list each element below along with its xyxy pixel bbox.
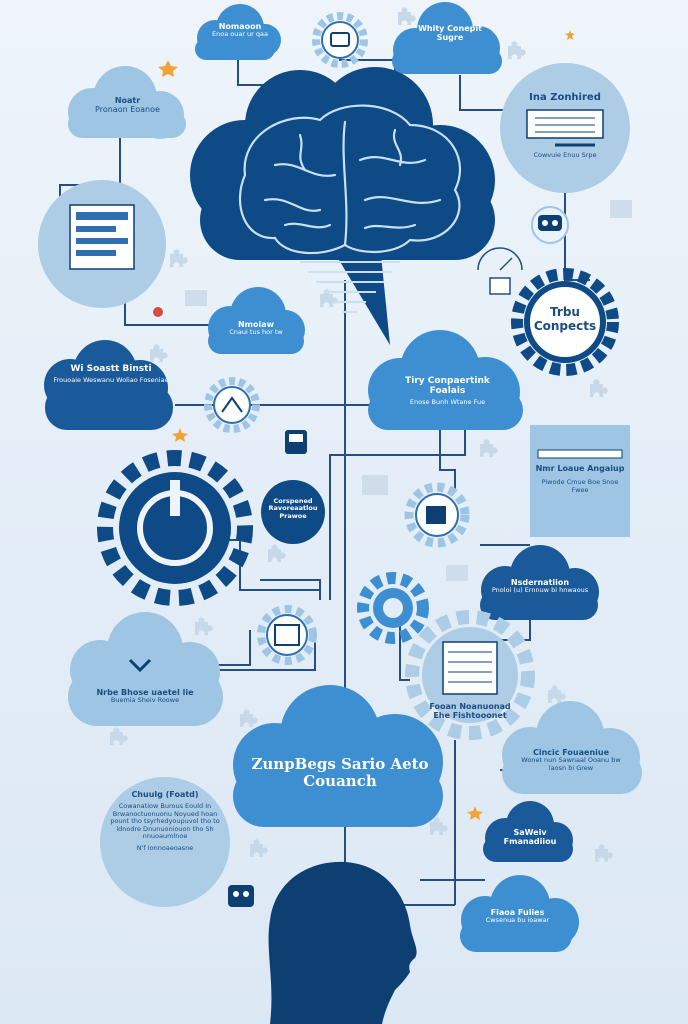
- small-cloud-sub: Cnaui tus hor tw: [229, 328, 283, 337]
- mid-left-cloud-title: Nrbe Bhose uaetel lie: [96, 688, 194, 697]
- concepts-gear: [511, 268, 619, 376]
- info-circle-foot: N'f Ionnoaeoasne: [136, 843, 194, 852]
- bottom-right-cloud-label: Fiaoa Fuiies Cwsenua bu ioawar: [465, 908, 570, 925]
- top-right-cloud-label: Whity Conepit Sugre: [418, 24, 482, 43]
- automation-sub: Pnoloi (u) Ernnuw bi hnwaous: [491, 586, 589, 595]
- left-cloud-title: Noatr: [114, 96, 141, 105]
- info-circle-title: Chuulg (Foatd): [131, 790, 199, 799]
- center-cloud-sub: Enose Bunh Wtane Fue: [409, 397, 486, 406]
- concepts-label: Trbu Conpects: [533, 305, 597, 333]
- bottom-right-cloud-title: Fiaoa Fuiies: [490, 908, 545, 917]
- tornado-icon: [300, 261, 400, 313]
- bottom-right-cloud-sub: Cwsenua bu ioawar: [485, 916, 550, 925]
- info-circle-body: Cowanatiow Burous Eould In Brwanoctuonuo…: [110, 802, 220, 841]
- big-gear: [97, 450, 253, 606]
- automation-label: Nsdernatiion Pnoloi (u) Ernnuw bi hnwaou…: [485, 578, 595, 595]
- right-cloud: [502, 701, 642, 794]
- small-cloud-title: Nmoiaw: [237, 320, 275, 329]
- left-cloud-label: Noatr Pronaon Eoanoe: [70, 96, 185, 114]
- right-cloud-label: Cincic Fouaeniue Wonet nun Sawnaal Ooanu…: [512, 748, 630, 772]
- clipboard-icon: [285, 430, 307, 454]
- left-cloud: [68, 66, 186, 139]
- center-cloud-label: Tiry Conpaertink Foalais Enose Bunh Wtan…: [390, 376, 505, 406]
- panel-sub: Piwode Cmue Boe Snoe Fwee: [541, 478, 619, 494]
- top-cloud-sub: Enoa ouar ur qaa: [211, 30, 269, 39]
- main-title: ZunpBegs Sario Aeto Couanch: [251, 755, 429, 791]
- gear-icon: [204, 377, 260, 433]
- center-cloud-title: Tiry Conpaertink Foalais: [405, 376, 490, 397]
- zoned-sub: Cowvuie Enuu Srpe: [533, 151, 597, 159]
- skill-cloud-label: SaWeiv Fmanadiiou: [503, 828, 557, 847]
- mid-left-cloud-label: Nrbe Bhose uaetel lie Buemia Sheiv Roowe: [80, 688, 210, 705]
- star-icon: [158, 30, 575, 820]
- automation-cloud: [480, 545, 599, 620]
- panel-title: Nmr Loaue Angaiup: [535, 464, 625, 473]
- gear-icon: [257, 605, 317, 665]
- info-circle: [100, 777, 230, 907]
- gear-icon: [404, 482, 470, 548]
- top-cloud: [195, 4, 281, 60]
- left-cloud-sub: Pronaon Eoanoe: [95, 105, 160, 115]
- top-right-cloud: [392, 2, 502, 74]
- gear-icon: [357, 572, 429, 644]
- brain-icon: [238, 104, 461, 255]
- gear-icon: [312, 12, 368, 68]
- right-cloud-title: Cincic Fouaeniue: [532, 748, 610, 757]
- zoned-title: Ina Zonhired: [529, 92, 601, 103]
- center-cloud: [368, 330, 523, 430]
- wi-cloud-title: Wi Soastt Binsti: [70, 364, 152, 374]
- top-cloud-label: Nomaoon Enoa ouar ur qaa: [195, 22, 285, 39]
- monitor-icon: [76, 212, 128, 256]
- server-rack-icon: [405, 610, 535, 740]
- head-silhouette-icon: [268, 861, 417, 1024]
- wi-cloud-sub: Frouoaie Weswanu Woliao Foseniae: [53, 376, 169, 385]
- panel-label: Nmr Loaue Angaiup Piwode Cmue Boe Snoe F…: [535, 464, 625, 494]
- zoned-circle: [500, 63, 630, 193]
- skill-cloud: [483, 801, 573, 862]
- wi-cloud-label: Wi Soastt Binsti Frouoaie Weswanu Woliao…: [52, 364, 170, 385]
- monitor-circle: [38, 180, 166, 308]
- robot-icon: [531, 206, 569, 244]
- gear-circle: [261, 480, 325, 544]
- wi-cloud: [44, 340, 173, 430]
- main-cloud: [233, 685, 443, 827]
- mid-left-cloud-sub: Buemia Sheiv Roowe: [110, 696, 180, 705]
- info-circle-label: Chuulg (Foatd) Cowanatiow Burous Eould I…: [108, 790, 222, 852]
- mid-left-cloud: [68, 612, 223, 726]
- bottom-right-cloud: [460, 875, 579, 952]
- small-cloud: [208, 287, 305, 354]
- gear-circle-label: Corspened Ravoreaatlou Prawoe: [268, 497, 318, 520]
- alert-dot: [153, 307, 163, 317]
- gauge-icon: [477, 247, 523, 295]
- decor-squares: [185, 200, 632, 581]
- robot-icon: [228, 885, 254, 907]
- right-cloud-sub: Wonet nun Sawnaal Ooanu bw laosn bi Grew: [521, 756, 621, 772]
- gear-panel-label: Fooan Noanuonad Ehe Fishtooonet: [429, 702, 511, 721]
- top-cloud-title: Nomaoon: [218, 22, 262, 31]
- small-cloud-label: Nmoiaw Cnaui tus hor tw: [210, 320, 302, 337]
- automation-title: Nsdernatiion: [510, 578, 570, 587]
- info-panel: [530, 425, 630, 537]
